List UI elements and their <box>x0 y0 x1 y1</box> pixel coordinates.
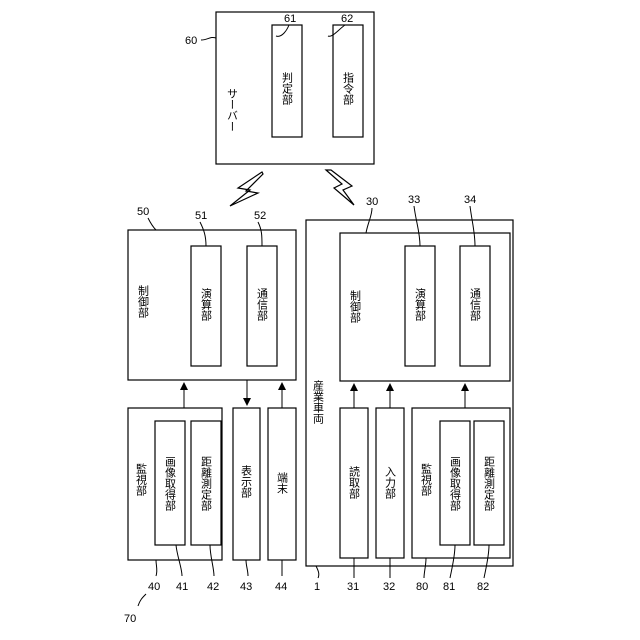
left-distance-label: 距離測定部 <box>200 456 213 511</box>
ref-44: 44 <box>275 581 287 593</box>
ref-43: 43 <box>240 581 252 593</box>
left-display-label: 表示部 <box>240 464 253 498</box>
left-terminal-label: 端末 <box>276 472 289 495</box>
ref-31: 31 <box>347 581 359 593</box>
ref-62: 62 <box>341 13 353 25</box>
vehicle-control-label: 制御部 <box>349 290 362 323</box>
vehicle-distance-label: 距離測定部 <box>483 456 496 511</box>
ref-51: 51 <box>195 210 207 222</box>
vehicle-monitor-label: 監視部 <box>420 462 433 496</box>
ref-40: 40 <box>148 581 160 593</box>
ref-30: 30 <box>366 196 378 208</box>
leader-51 <box>200 222 206 246</box>
ref-61: 61 <box>284 13 296 25</box>
ref-1: 1 <box>314 581 320 593</box>
ref-80: 80 <box>416 581 428 593</box>
leader-43 <box>246 560 248 576</box>
ref-33: 33 <box>408 194 420 206</box>
leader-40 <box>156 560 157 576</box>
wireless-signal-right-icon <box>326 170 354 205</box>
left-calc-label: 演算部 <box>200 287 213 321</box>
leader-33 <box>414 206 420 246</box>
leader-82 <box>484 545 489 578</box>
server-judge-label: 判定部 <box>281 72 294 105</box>
leader-52 <box>258 222 262 246</box>
leader-50 <box>148 218 156 230</box>
vehicle-comm-label: 通信部 <box>469 288 482 321</box>
server-command-label: 指令部 <box>342 71 355 105</box>
leader-62 <box>328 25 345 36</box>
leader-61 <box>276 25 289 36</box>
wireless-signal-left-icon <box>230 172 263 206</box>
server-label: サーバー <box>226 88 239 132</box>
ref-82: 82 <box>477 581 489 593</box>
ref-50: 50 <box>137 206 149 218</box>
ref-42: 42 <box>207 581 219 593</box>
vehicle-input-label: 入力部 <box>384 466 397 499</box>
ref-34: 34 <box>464 194 476 206</box>
ref-60: 60 <box>185 35 197 47</box>
ref-70: 70 <box>124 613 136 625</box>
vehicle-label: 産業車両 <box>312 380 325 425</box>
ref-81: 81 <box>443 581 455 593</box>
leader-34 <box>470 206 475 246</box>
leader-81 <box>450 545 455 578</box>
vehicle-image-label: 画像取得部 <box>449 456 462 511</box>
vehicle-calc-label: 演算部 <box>414 287 427 321</box>
leader-70 <box>138 594 146 606</box>
left-comm-label: 通信部 <box>256 288 269 321</box>
ref-52: 52 <box>254 210 266 222</box>
vehicle-reader-label: 読取部 <box>348 465 361 499</box>
leader-80 <box>424 558 426 578</box>
left-image-label: 画像取得部 <box>164 456 177 511</box>
left-monitor-label: 監視部 <box>135 462 148 496</box>
leader-1 <box>316 566 319 578</box>
left-control-label: 制御部 <box>137 285 150 318</box>
vehicle-outer-box <box>306 220 513 566</box>
ref-41: 41 <box>176 581 188 593</box>
ref-32: 32 <box>383 581 395 593</box>
leader-60 <box>201 37 216 40</box>
